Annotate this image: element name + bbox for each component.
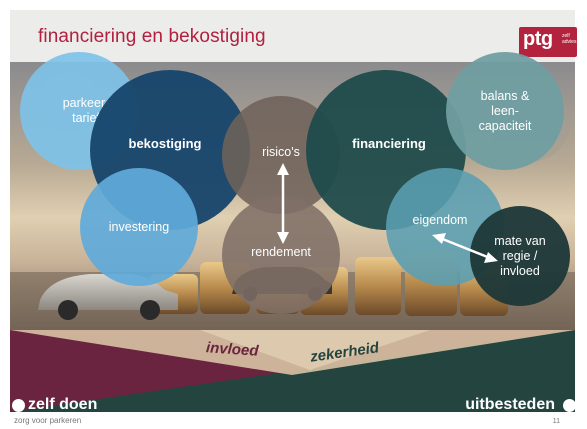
left-dot	[12, 399, 25, 412]
label-rendement: rendement	[251, 244, 311, 259]
page-number: 11	[552, 418, 560, 425]
label-mate-van-regie: mate van regie / invloed	[494, 233, 546, 278]
logo-sub-line2: advies	[562, 39, 577, 45]
label-investering: investering	[108, 219, 170, 234]
circle-investering: investering	[80, 168, 198, 286]
ptg-logo: ptg zelf advies	[519, 27, 577, 57]
logo-subtext: zelf advies	[562, 33, 576, 45]
double-arrow-vertical	[277, 163, 289, 244]
band-graphic	[10, 330, 575, 412]
circle-rendement: rendement	[222, 196, 340, 314]
label-bekostiging: bekostiging	[128, 135, 202, 151]
label-financiering: financiering	[352, 135, 426, 151]
bottom-band	[10, 330, 575, 412]
footer-text: zorg voor parkeren	[14, 416, 82, 425]
circle-balans: balans & leen- capaciteit	[446, 52, 564, 170]
double-arrow-diagonal	[432, 233, 498, 263]
label-eigendom: eigendom	[412, 212, 468, 227]
label-risicos: risico's	[262, 144, 300, 159]
logo-text: ptg	[523, 28, 553, 50]
right-dot	[563, 399, 576, 412]
logo-sub-line1: zelf	[562, 33, 570, 39]
label-parkeertarief: parkeer- tarief	[62, 96, 110, 125]
label-zelf-doen: zelf doen	[28, 396, 98, 413]
page-title: financiering en bekostiging	[38, 26, 266, 47]
title-bar: financiering en bekostiging ptg zelf adv…	[10, 10, 577, 62]
label-uitbesteden: uitbesteden	[465, 396, 555, 413]
label-balans: balans & leen- capaciteit	[478, 88, 532, 133]
